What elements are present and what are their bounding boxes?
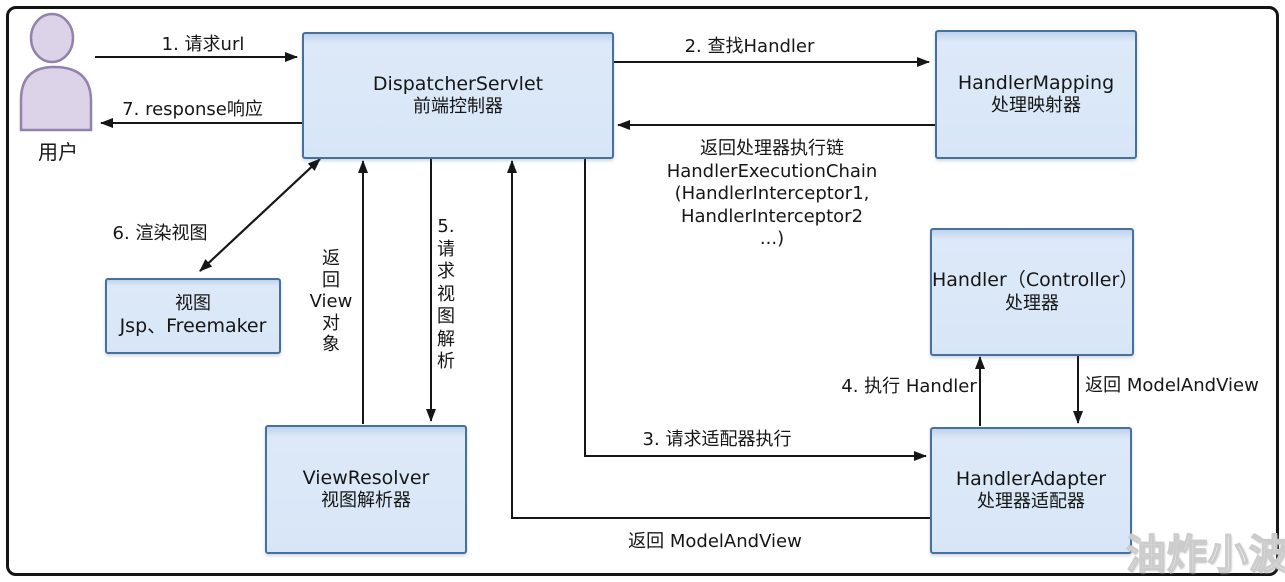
node-dispatcher-servlet: DispatcherServlet 前端控制器 — [302, 32, 614, 159]
edge-label-response: 7. response响应 — [122, 99, 263, 120]
vertical-line: 对 — [322, 312, 340, 334]
vertical-line: View — [309, 291, 353, 312]
edge-label-return-modelandview-bottom: 返回 ModelAndView — [628, 531, 802, 552]
node-subtitle: 处理器 — [1005, 292, 1059, 314]
node-title: DispatcherServlet — [372, 72, 544, 95]
chain-line: HandlerExecutionChain — [666, 160, 878, 182]
chain-line: ...) — [759, 228, 785, 249]
vertical-line: 解 — [437, 328, 455, 350]
chain-line: HandlerInterceptor2 — [680, 205, 864, 227]
node-subtitle: 视图解析器 — [321, 490, 411, 512]
vertical-line: 5. — [437, 216, 455, 237]
edge-label-request-view-resolve: 5. 请 求 视 图 解 析 — [418, 216, 474, 374]
node-title: HandlerMapping — [957, 71, 1115, 94]
user-head-icon — [29, 12, 75, 64]
vertical-line: 请 — [437, 238, 455, 260]
edge-label-render-view: 6. 渲染视图 — [112, 223, 208, 244]
watermark: 油炸小波 — [1125, 531, 1285, 579]
node-title: ViewResolver — [302, 466, 430, 489]
node-subtitle: 前端控制器 — [413, 96, 503, 118]
node-view-resolver: ViewResolver 视图解析器 — [265, 425, 467, 554]
edge-label-return-modelandview-right: 返回 ModelAndView — [1085, 375, 1259, 396]
actor-label: 用户 — [38, 140, 78, 164]
node-title: HandlerAdapter — [955, 467, 1107, 490]
user-body-icon — [19, 65, 93, 132]
edge-label-execute-handler: 4. 执行 Handler — [841, 376, 977, 397]
edge-label-find-handler: 2. 查找Handler — [684, 36, 815, 57]
arrow-request-adapter — [584, 156, 927, 461]
node-handler-adapter: HandlerAdapter 处理器适配器 — [930, 427, 1132, 554]
node-handler-controller: Handler（Controller） 处理器 — [930, 228, 1139, 356]
edge-label-return-chain: 返回处理器执行链 HandlerExecutionChain (HandlerI… — [646, 138, 898, 251]
chain-line: (HandlerInterceptor1, — [674, 183, 870, 204]
node-subtitle: 处理器适配器 — [977, 491, 1085, 513]
vertical-line: 视 — [437, 283, 455, 305]
edge-label-return-view: 返 回 View 对 象 — [303, 248, 359, 356]
user-figure — [19, 12, 93, 132]
node-handler-mapping: HandlerMapping 处理映射器 — [935, 30, 1137, 159]
node-title: 视图 — [175, 293, 211, 315]
vertical-line: 象 — [322, 334, 340, 355]
vertical-line: 回 — [322, 269, 340, 291]
edge-label-request-url: 1. 请求url — [161, 34, 245, 55]
vertical-line: 返 — [322, 248, 340, 269]
node-view: 视图 Jsp、Freemaker — [105, 278, 281, 354]
chain-line: 返回处理器执行链 — [700, 138, 844, 159]
arrow-return-mav-bottom — [507, 160, 930, 519]
node-subtitle: 处理映射器 — [991, 95, 1081, 117]
vertical-line: 图 — [437, 306, 455, 327]
arrow-render-view-in — [199, 158, 321, 272]
edge-label-request-adapter: 3. 请求适配器执行 — [642, 429, 792, 450]
vertical-line: 析 — [437, 351, 455, 372]
node-subtitle: Jsp、Freemaker — [119, 315, 267, 338]
node-title: Handler（Controller） — [932, 269, 1139, 292]
vertical-line: 求 — [437, 261, 455, 282]
